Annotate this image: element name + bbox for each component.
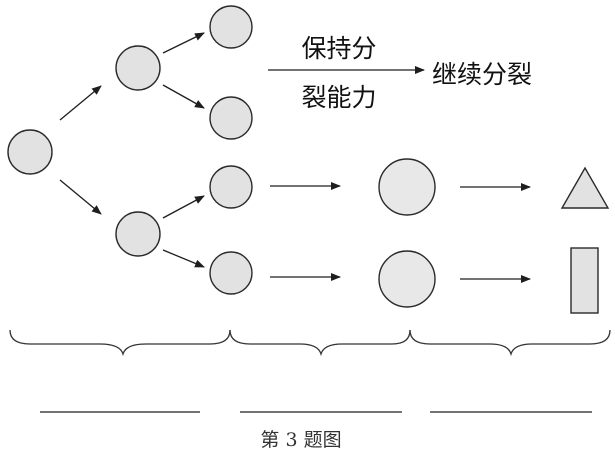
division-arrow-4 (162, 84, 205, 109)
figure-caption: 第 3 题图 (260, 429, 341, 451)
division-arrow-1 (59, 85, 102, 121)
condition-label-top: 保持分 (301, 34, 376, 63)
stage-brace-3 (409, 329, 611, 357)
grown-cell-lower (378, 250, 436, 308)
result-label: 继续分裂 (432, 60, 532, 89)
differentiated-cell-triangle (560, 166, 610, 209)
mother-cell (7, 129, 53, 175)
division-arrow-3 (162, 32, 205, 54)
stage-brace-2 (229, 329, 411, 357)
granddaughter-cell-3 (209, 165, 253, 209)
daughter-cell-upper (115, 45, 161, 91)
granddaughter-cell-2 (209, 96, 253, 140)
condition-label-bottom: 裂能力 (301, 83, 376, 112)
division-arrow-5 (162, 195, 205, 219)
daughter-cell-lower (115, 211, 161, 257)
stage-brace-1 (9, 329, 231, 357)
division-arrow-6 (162, 249, 205, 268)
granddaughter-cell-1 (209, 5, 253, 49)
differentiated-cell-rectangle (570, 247, 599, 314)
granddaughter-cell-4 (209, 251, 253, 295)
grown-cell-upper (378, 158, 436, 216)
division-arrow-2 (59, 179, 102, 215)
